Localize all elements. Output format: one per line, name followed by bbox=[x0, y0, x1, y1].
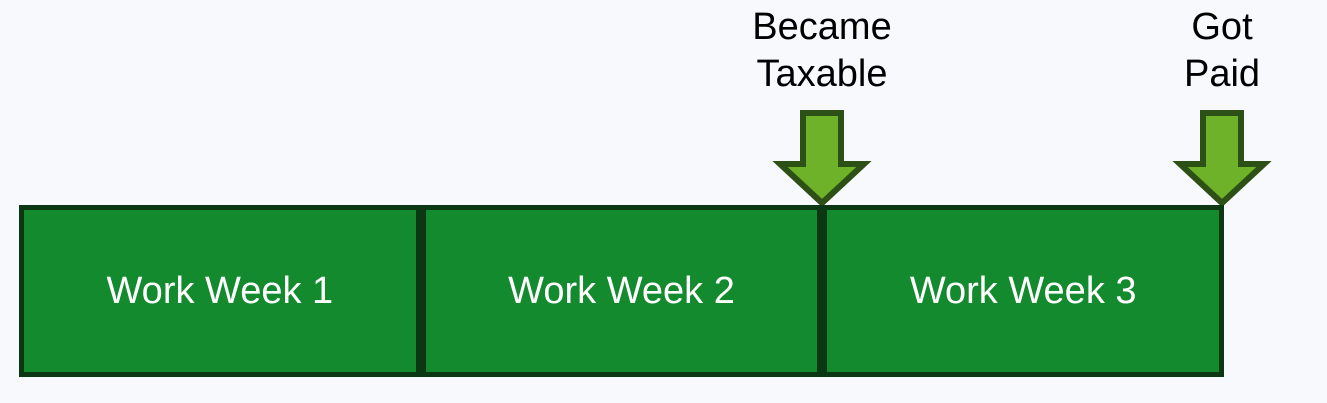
down-arrow-shape bbox=[1172, 110, 1272, 208]
got-paid-label: Got Paid bbox=[1184, 4, 1260, 98]
became-taxable-down-arrow-icon bbox=[772, 110, 872, 208]
got-paid-label-line1: Got bbox=[1191, 6, 1253, 48]
got-paid-label-line2: Paid bbox=[1183, 53, 1261, 95]
segment-work-week-2: Work Week 2 bbox=[420, 205, 823, 377]
got-paid-down-arrow-icon bbox=[1172, 110, 1272, 208]
became-taxable-label-line1: Became bbox=[752, 6, 892, 48]
timeline-bar: Work Week 1 Work Week 2 Work Week 3 bbox=[19, 205, 1225, 377]
became-taxable-label-line2: Taxable bbox=[756, 53, 888, 95]
segment-work-week-3: Work Week 3 bbox=[822, 205, 1225, 377]
became-taxable-label: Became Taxable bbox=[752, 4, 891, 98]
down-arrow-shape bbox=[772, 110, 872, 208]
segment-work-week-1: Work Week 1 bbox=[19, 205, 421, 377]
